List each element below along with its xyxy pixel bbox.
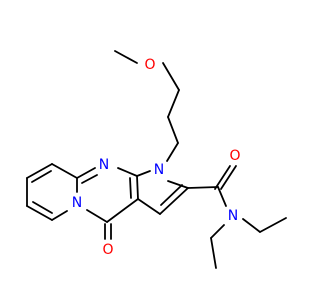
- ether-oxygen-label: O: [144, 57, 155, 73]
- bond-carbonyl-o-double: [220, 165, 237, 190]
- bond-c6-n5: [51, 210, 68, 221]
- bond-c7-c6: [26, 205, 53, 221]
- pyrrole-nitrogen-label: N: [154, 162, 164, 178]
- bond-n1-c2: [167, 180, 189, 189]
- bond-carbonyl-n: [217, 186, 227, 207]
- bond-n-ethyl2-ch2: [210, 224, 225, 239]
- bond-c10a-c9: [51, 163, 78, 179]
- bond-n1-c9a: [136, 170, 151, 177]
- amide-oxygen-label: O: [229, 148, 240, 164]
- bond-n10-c10a: [76, 167, 96, 179]
- molecule-structure-diagram: O N N N O O N: [26, 50, 287, 269]
- bond-c9-c8-double: [31, 170, 52, 183]
- bond-c2-c3: [159, 187, 189, 215]
- bond-c4-c3a: [106, 198, 139, 223]
- bond-c3a-c9a: [136, 175, 139, 200]
- bond-methyl-ether: [114, 50, 138, 64]
- bond-c7-c6-double: [32, 201, 53, 214]
- bond-ethyl1-ch3: [259, 217, 287, 233]
- bond-n-ethyl1-ch2: [242, 218, 261, 233]
- bond-c3a-c9a-double: [129, 177, 132, 199]
- bond-chain-2: [167, 116, 179, 144]
- bond-ether-ch2: [162, 62, 180, 91]
- bond-c9a-n10: [117, 167, 138, 177]
- bridgehead-nitrogen-label: N: [72, 195, 82, 211]
- ketone-oxygen-label: O: [102, 242, 113, 258]
- bond-n5-c4: [86, 209, 108, 223]
- bond-carbonyl-o: [214, 165, 231, 190]
- pyrimidine-nitrogen-label: N: [99, 157, 109, 173]
- bonds: [26, 50, 287, 269]
- bond-chain-n1: [166, 142, 179, 162]
- atom-labels: O N N N O O N: [72, 57, 241, 258]
- bond-c2-c3-double: [160, 184, 183, 206]
- bond-c9-c8: [26, 163, 53, 179]
- bond-chain-1: [167, 89, 180, 118]
- bond-c2-carbonyl: [187, 186, 219, 189]
- bond-n10-c10a-double: [81, 174, 98, 184]
- bond-ethyl2-ch3: [210, 237, 217, 269]
- amide-nitrogen-label: N: [228, 208, 238, 224]
- bond-c3-c3a: [137, 198, 161, 215]
